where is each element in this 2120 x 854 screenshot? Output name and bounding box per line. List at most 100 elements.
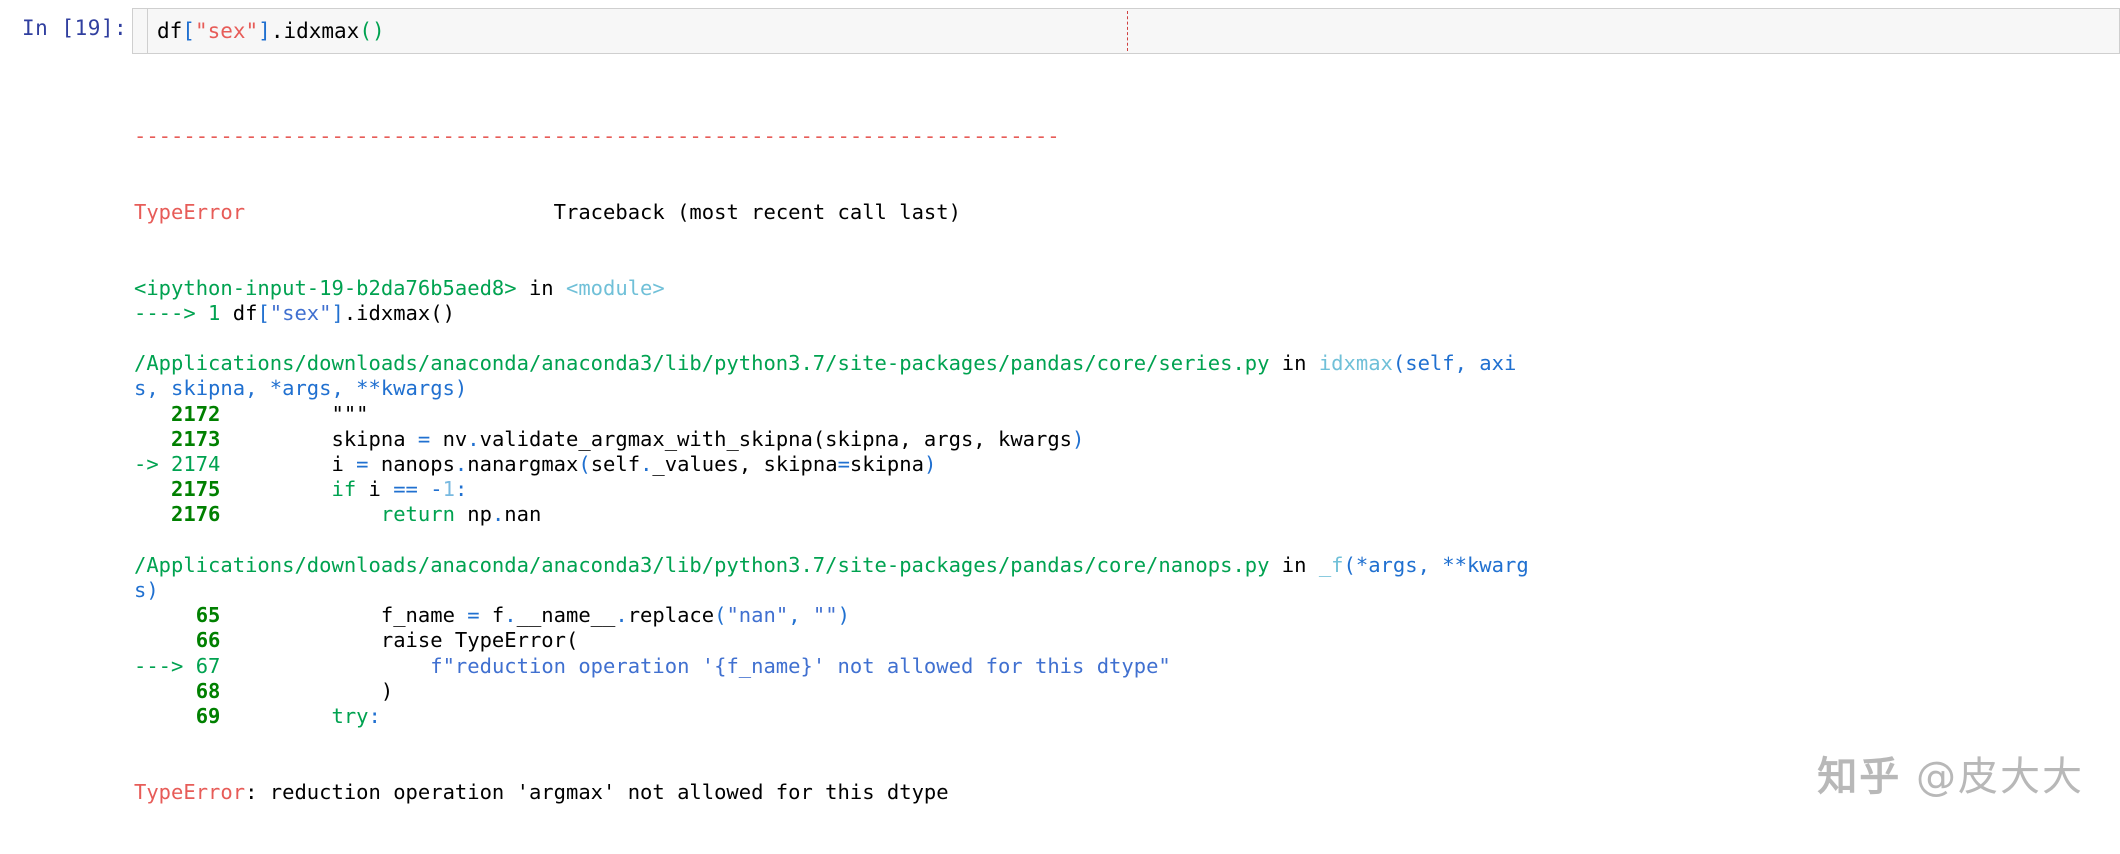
blank-4-token-0 bbox=[134, 754, 146, 778]
frame3-code-65-token-4: . bbox=[504, 603, 517, 628]
traceback-header: TypeError Traceback (most recent call la… bbox=[134, 200, 2120, 225]
frame3-code-67-token-2 bbox=[233, 654, 430, 678]
frame2-code-2176-token-3: np bbox=[454, 502, 492, 527]
frame2-code-2176-token-4: . bbox=[491, 502, 505, 527]
code-input-token-4: .idxmax bbox=[270, 19, 360, 43]
frame3-code-65-token-10: , bbox=[788, 603, 813, 628]
frame2-code-2176-token-1 bbox=[233, 502, 381, 526]
frame2-code-2173-token-2: = bbox=[417, 426, 431, 451]
traceback-line-frame2-location-a: /Applications/downloads/anaconda/anacond… bbox=[134, 351, 2120, 376]
frame2-code-2174-token-12: skipna bbox=[849, 452, 924, 477]
frame2-code-2172-token-1: """ bbox=[232, 401, 369, 426]
frame2-code-2173-token-0: 2173 bbox=[134, 426, 233, 451]
code-editor-area[interactable]: df["sex"].idxmax() bbox=[132, 8, 2120, 54]
traceback-line-frame2-code-2174: -> 2174 i = nanops.nanargmax(self._value… bbox=[134, 452, 2120, 477]
frame3-location-a-token-3: (*args, **kwarg bbox=[1343, 552, 1529, 577]
frame2-code-2174-token-5: . bbox=[454, 452, 468, 477]
frame3-code-69-token-3: : bbox=[368, 704, 381, 729]
frame3-location-b-token-0: s bbox=[134, 578, 147, 603]
watermark-logo: 知乎 bbox=[1817, 754, 1902, 800]
frame3-code-65-token-0: 65 bbox=[134, 603, 233, 628]
frame3-location-a-token-2: _f bbox=[1318, 552, 1344, 577]
frame3-code-66-token-1: raise TypeError( bbox=[232, 628, 579, 653]
notebook-input-cell[interactable]: In [19]: df["sex"].idxmax() bbox=[0, 0, 2120, 60]
frame3-code-69-token-0: 69 bbox=[134, 704, 233, 729]
frame2-code-2173-token-1: skipna bbox=[232, 426, 418, 451]
frame3-code-65-token-11: "" bbox=[812, 603, 838, 628]
final-error-token-0: TypeError bbox=[134, 779, 246, 804]
editor-gutter bbox=[133, 9, 148, 53]
blank-3-token-0 bbox=[134, 729, 146, 753]
traceback-line-frame1-code-1: ----> 1 df["sex"].idxmax() bbox=[134, 301, 2120, 326]
frame2-code-2174-token-10: _values, skipna bbox=[652, 452, 838, 477]
frame2-code-2174-token-9: . bbox=[640, 452, 653, 477]
frame2-code-2174-token-8: self bbox=[590, 452, 641, 477]
frame1-location-token-0: <ipython-input-19-b2da76b5aed8> bbox=[134, 275, 517, 300]
traceback-line-frame2-code-2173: 2173 skipna = nv.validate_argmax_with_sk… bbox=[134, 427, 2120, 452]
frame2-code-2175-token-0: 2175 bbox=[134, 477, 233, 502]
frame1-code-1-token-3: "sex" bbox=[269, 300, 332, 325]
frame1-location-token-1: in bbox=[516, 275, 566, 300]
frame2-code-2176-token-2: return bbox=[380, 502, 455, 527]
frame3-code-69-token-1 bbox=[233, 704, 332, 728]
traceback-header-spacer bbox=[245, 200, 554, 224]
frame2-location-b-token-0: s, skipna, *args, **kwargs) bbox=[134, 376, 468, 401]
frame3-code-65-token-9: "nan" bbox=[726, 603, 789, 628]
frame2-code-2174-token-6: nanargmax bbox=[467, 452, 579, 477]
frame2-code-2176-token-0: 2176 bbox=[134, 502, 233, 527]
frame3-code-68-token-1: ) bbox=[232, 678, 394, 703]
frame2-code-2175-token-1 bbox=[233, 477, 332, 501]
traceback-line-frame2-code-2172: 2172 """ bbox=[134, 402, 2120, 427]
frame3-code-69-token-2: try bbox=[331, 704, 369, 729]
final-error-token-1: : reduction operation 'argmax' not allow… bbox=[245, 779, 949, 804]
traceback-line-frame3-location-a: /Applications/downloads/anaconda/anacond… bbox=[134, 553, 2120, 578]
frame3-code-65-token-12: ) bbox=[837, 603, 850, 628]
frame1-code-1-token-0: ----> 1 bbox=[134, 300, 233, 325]
frame3-code-67-token-3: f"reduction operation '{f_name}' not all… bbox=[430, 653, 1171, 678]
frame2-code-2175-token-4: == bbox=[393, 477, 418, 502]
frame3-code-68-token-0: 68 bbox=[134, 678, 233, 703]
frame2-code-2175-token-3: i bbox=[356, 477, 394, 502]
frame2-code-2175-token-2: if bbox=[331, 477, 357, 502]
traceback-line-frame3-code-65: 65 f_name = f.__name__.replace("nan", ""… bbox=[134, 603, 2120, 628]
watermark-handle: @皮大大 bbox=[1916, 754, 2084, 800]
frame3-code-65-token-8: ( bbox=[714, 603, 727, 628]
code-input-token-2: "sex" bbox=[194, 19, 259, 43]
frame2-code-2174-token-13: ) bbox=[923, 452, 937, 477]
frame3-code-67-token-0: ---> bbox=[134, 653, 196, 678]
frame1-code-1-token-4: ] bbox=[331, 300, 344, 325]
frame3-code-65-token-7: replace bbox=[627, 603, 715, 628]
frame3-code-65-token-3: f bbox=[479, 603, 505, 628]
code-input-token-1: [ bbox=[182, 19, 195, 43]
frame2-code-2174-token-11: = bbox=[837, 452, 850, 477]
frame3-code-66-token-0: 66 bbox=[134, 628, 233, 653]
blank-2-token-0 bbox=[134, 528, 146, 552]
traceback-line-frame2-location-b: s, skipna, *args, **kwargs) bbox=[134, 376, 2120, 401]
frame3-code-67-token-1: 67 bbox=[195, 653, 233, 678]
frame2-code-2174-token-1: 2174 bbox=[171, 452, 233, 477]
frame2-code-2174-token-7: ( bbox=[578, 452, 591, 477]
frame3-code-65-token-5: __name__ bbox=[516, 603, 616, 628]
traceback-line-final-error: TypeError: reduction operation 'argmax' … bbox=[134, 780, 2120, 805]
frame2-location-a-token-1: in bbox=[1269, 351, 1319, 376]
frame3-code-65-token-6: . bbox=[615, 603, 628, 628]
code-input-token-0: df bbox=[157, 19, 183, 43]
exception-name: TypeError bbox=[134, 200, 246, 225]
frame3-code-65-token-1: f_name bbox=[232, 603, 468, 628]
frame2-location-a-token-2: idxmax bbox=[1318, 351, 1393, 376]
code-input-line[interactable]: df["sex"].idxmax() bbox=[157, 19, 385, 43]
frame2-code-2175-token-5 bbox=[418, 477, 430, 501]
frame2-code-2174-token-4: nanops bbox=[368, 452, 455, 477]
frame3-code-65-token-2: = bbox=[467, 603, 480, 628]
frame3-location-a-token-1: in bbox=[1269, 552, 1319, 577]
traceback-line-frame3-code-69: 69 try: bbox=[134, 704, 2120, 729]
traceback-body: <ipython-input-19-b2da76b5aed8> in <modu… bbox=[134, 276, 2120, 805]
frame3-location-b-token-1: ) bbox=[146, 578, 159, 603]
frame2-code-2172-token-0: 2172 bbox=[134, 401, 233, 426]
traceback-line-blank-1 bbox=[134, 326, 2120, 351]
traceback-line-frame1-location: <ipython-input-19-b2da76b5aed8> in <modu… bbox=[134, 276, 2120, 301]
blank-1-token-0 bbox=[134, 326, 146, 350]
text-cursor-marker bbox=[1127, 11, 1128, 51]
frame1-code-1-token-2: [ bbox=[257, 300, 270, 325]
traceback-separator: ----------------------------------------… bbox=[134, 124, 1060, 149]
